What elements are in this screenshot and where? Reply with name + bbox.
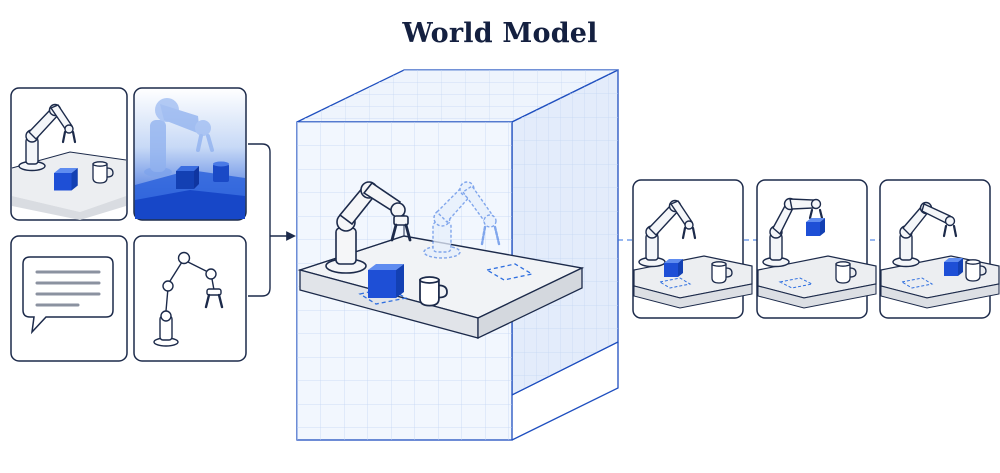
robot-arm-icon xyxy=(325,181,412,274)
speech-bubble-icon xyxy=(22,256,114,335)
input-robot-state-panel xyxy=(133,235,247,362)
input-camera-view-panel xyxy=(10,87,128,221)
diagram-title: World Model xyxy=(402,18,598,49)
input-merge-connector xyxy=(248,143,296,297)
input-instruction-panel xyxy=(10,235,128,362)
kinematic-chain-icon xyxy=(153,251,224,347)
depth-map-icon xyxy=(144,98,214,177)
input-depth-view-panel xyxy=(133,87,247,221)
cube-shadow-marker xyxy=(358,287,408,305)
predicted-robot-arm-ghost xyxy=(423,181,501,259)
robot-place-icon xyxy=(892,201,958,268)
output-frame-1 xyxy=(632,179,753,319)
output-frame-3 xyxy=(879,179,1000,319)
output-frame-2 xyxy=(756,179,877,319)
world-model-table xyxy=(297,210,585,340)
blue-cube-icon xyxy=(368,264,404,298)
depth-cube-icon xyxy=(176,161,229,189)
blue-cube-icon xyxy=(54,168,78,191)
robot-lift-icon xyxy=(762,197,824,268)
